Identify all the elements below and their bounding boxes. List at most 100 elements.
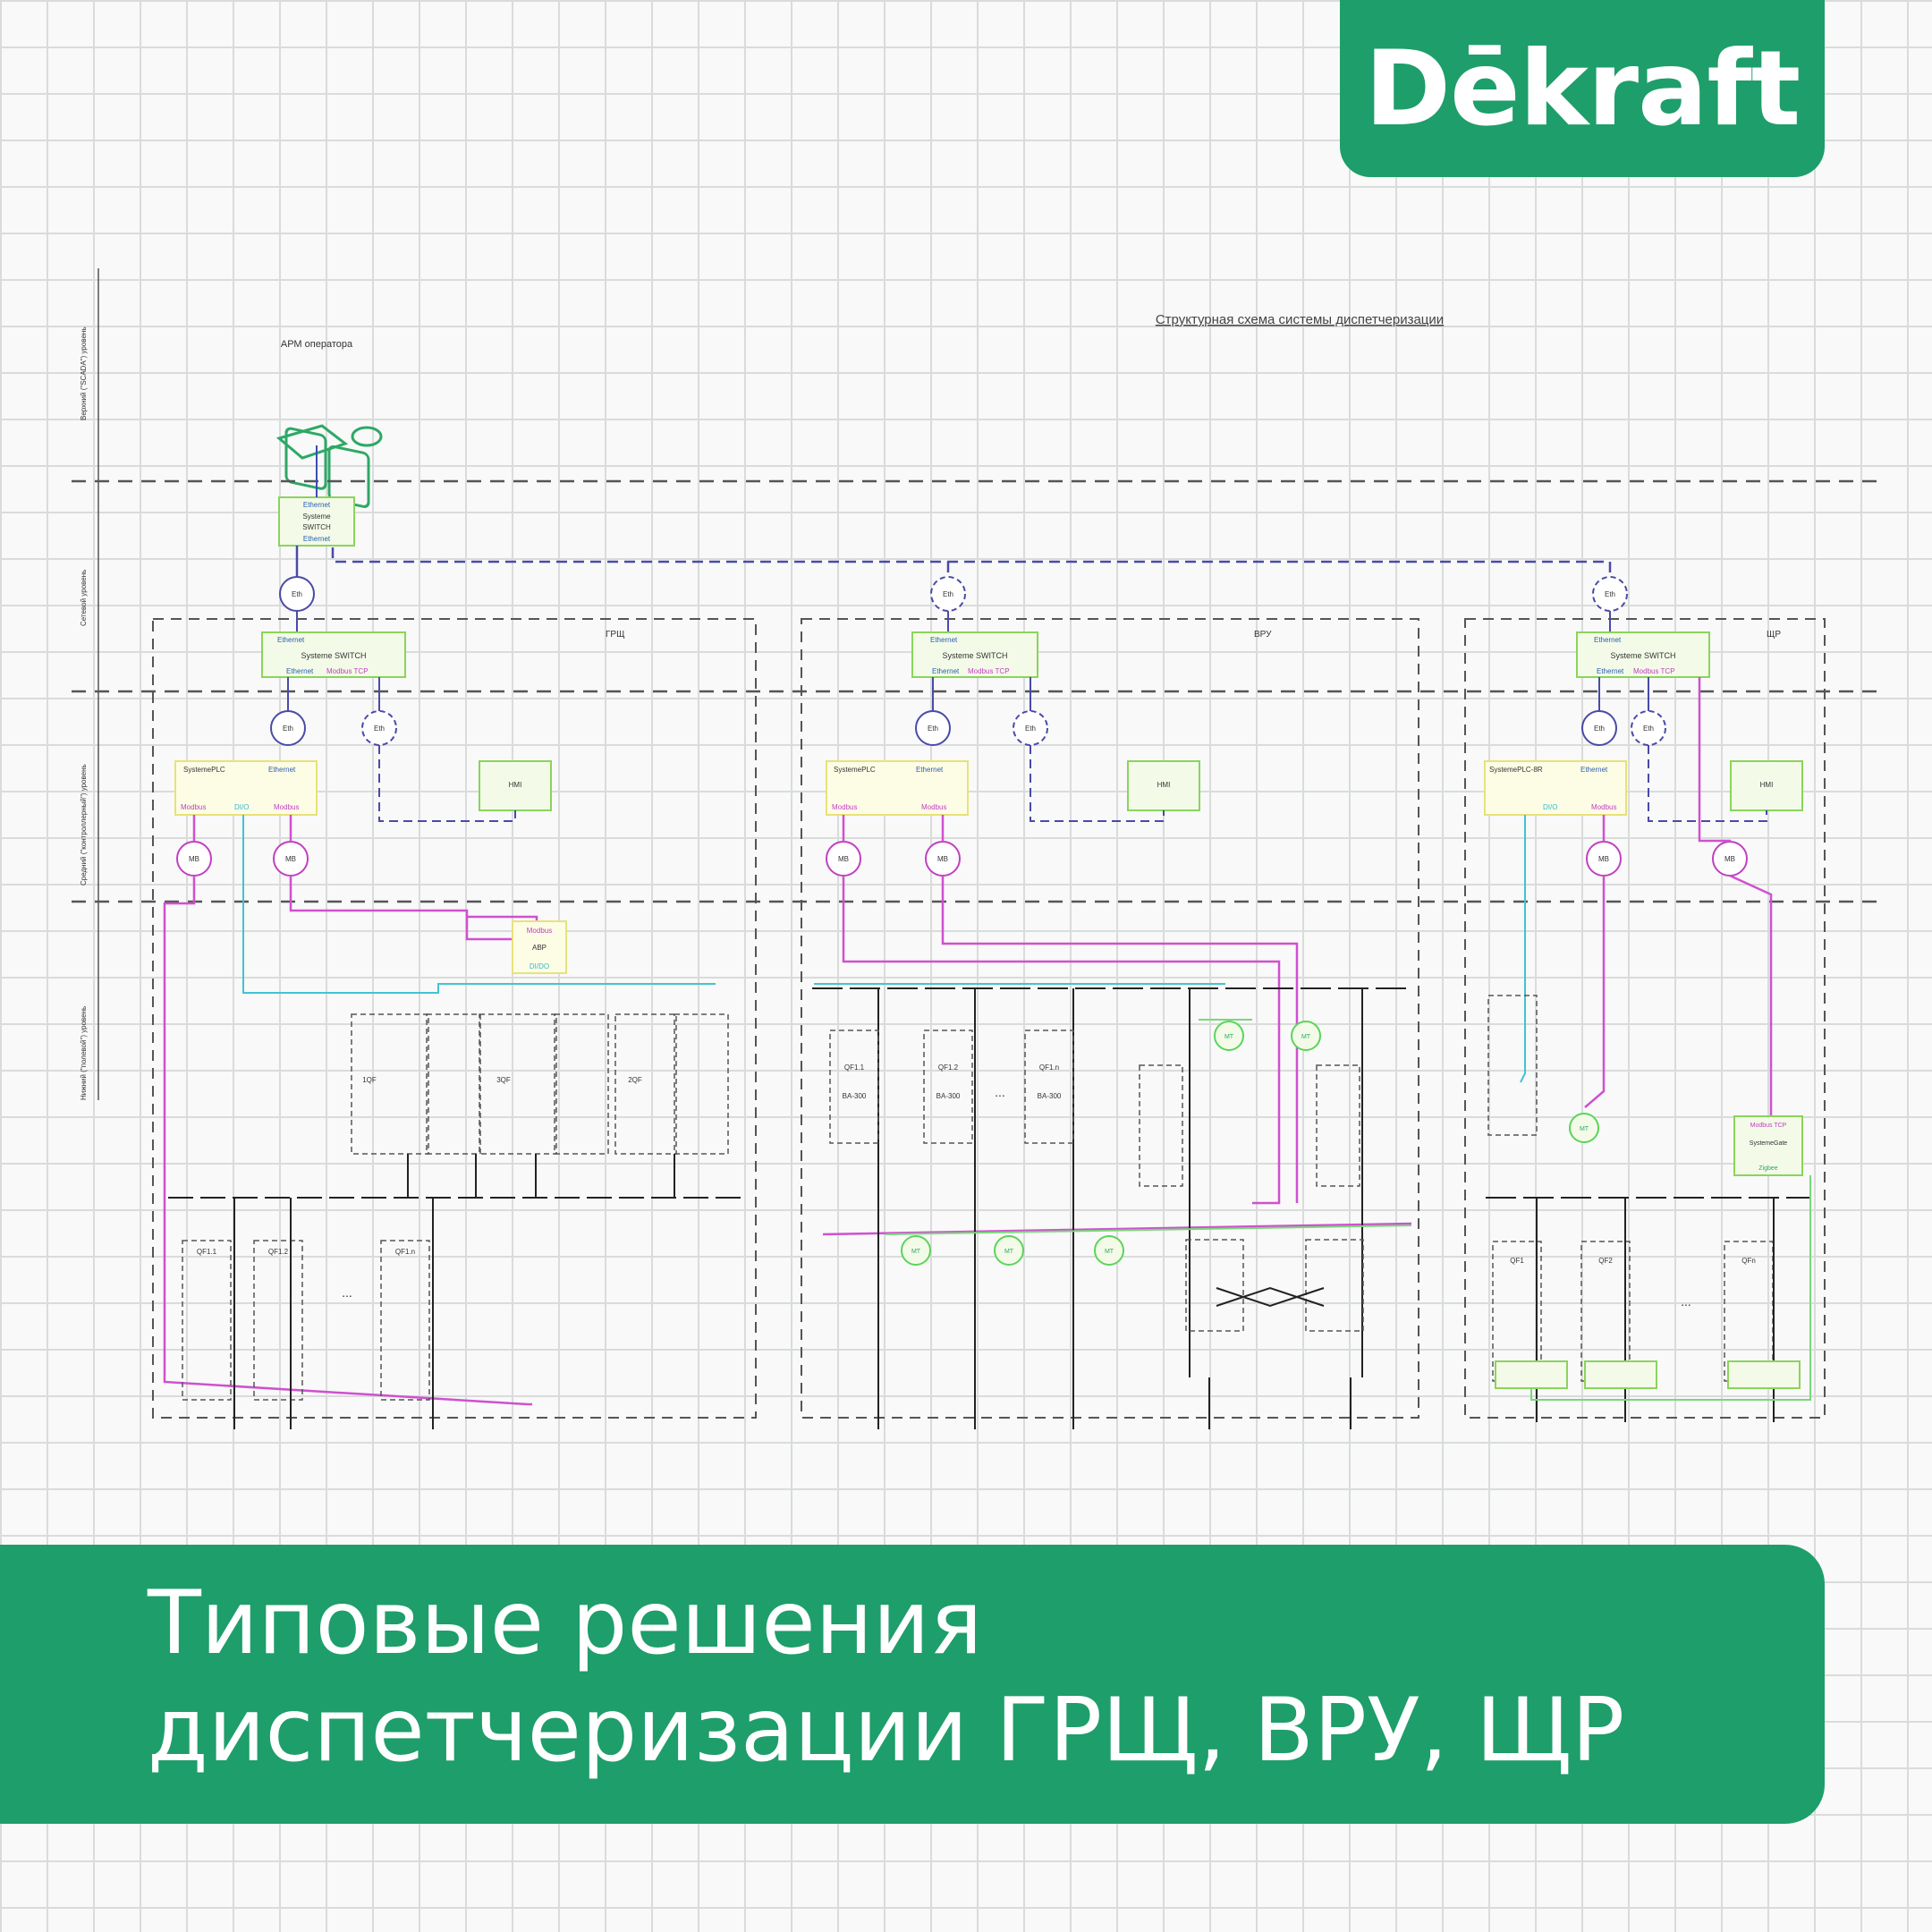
svg-text:Modbus: Modbus bbox=[527, 927, 552, 935]
svg-text:MB: MB bbox=[1598, 855, 1609, 863]
svg-text:Modbus TCP: Modbus TCP bbox=[326, 667, 369, 675]
svg-text:Modbus TCP: Modbus TCP bbox=[1633, 667, 1675, 675]
hmi-shr bbox=[1730, 760, 1803, 811]
eth-node-shr-plc bbox=[1581, 710, 1617, 746]
svg-text:BA-300: BA-300 bbox=[936, 1092, 961, 1100]
panel-boundary-grsh bbox=[152, 618, 757, 1419]
eth-node-vru-plc bbox=[915, 710, 951, 746]
svg-text:MB: MB bbox=[189, 855, 199, 863]
eth-node-shr-hmi bbox=[1631, 710, 1666, 746]
operator-label: АРМ оператора bbox=[281, 339, 353, 350]
svg-text:Systeme SWITCH: Systeme SWITCH bbox=[942, 651, 1007, 660]
headline-title: Типовые решения диспетчеризации ГРЩ, ВРУ… bbox=[148, 1570, 1811, 1784]
headline-line-1: Типовые решения bbox=[148, 1572, 983, 1674]
grsh-main-breakers bbox=[351, 1013, 729, 1155]
plc-shr: SystemePLC-8R Ethernet DI/O Modbus bbox=[1484, 760, 1627, 816]
svg-text:DI/DO: DI/DO bbox=[530, 962, 549, 970]
energy-meters bbox=[901, 1021, 1599, 1266]
eth-node-grsh-hmi bbox=[361, 710, 397, 746]
svg-text:MT: MT bbox=[1004, 1249, 1014, 1255]
headline-banner: Типовые решения диспетчеризации ГРЩ, ВРУ… bbox=[0, 1545, 1825, 1824]
svg-text:QF2: QF2 bbox=[1598, 1257, 1613, 1265]
svg-text:MB: MB bbox=[1724, 855, 1735, 863]
svg-text:3QF: 3QF bbox=[496, 1076, 511, 1084]
svg-text:Modbus: Modbus bbox=[274, 803, 299, 811]
svg-text:Modbus: Modbus bbox=[181, 803, 206, 811]
svg-text:...: ... bbox=[995, 1085, 1005, 1099]
svg-text:MT: MT bbox=[1301, 1034, 1311, 1040]
svg-text:SWITCH: SWITCH bbox=[302, 523, 331, 531]
level-label-controller: Средний ("контроллерный") уровень bbox=[80, 764, 88, 886]
svg-text:MT: MT bbox=[911, 1249, 921, 1255]
svg-text:...: ... bbox=[342, 1285, 352, 1300]
svg-text:Modbus TCP: Modbus TCP bbox=[968, 667, 1010, 675]
eth-node-shr-top bbox=[1592, 576, 1628, 612]
svg-text:MB: MB bbox=[838, 855, 849, 863]
level-label-field: Нижний ("полевой") уровень bbox=[80, 1006, 88, 1100]
switch-grsh: Ethernet Systeme SWITCH Ethernet Modbus … bbox=[261, 631, 406, 678]
svg-text:АВР: АВР bbox=[532, 944, 547, 952]
svg-text:Modbus TCP: Modbus TCP bbox=[1750, 1123, 1787, 1129]
eth-node-grsh-plc bbox=[270, 710, 306, 746]
svg-text:Eth: Eth bbox=[1594, 724, 1605, 733]
svg-text:Eth: Eth bbox=[928, 724, 938, 733]
svg-text:Systeme SWITCH: Systeme SWITCH bbox=[301, 651, 366, 660]
svg-text:QF1.2: QF1.2 bbox=[268, 1248, 289, 1256]
svg-text:HMI: HMI bbox=[1760, 781, 1774, 789]
svg-text:Ethernet: Ethernet bbox=[1597, 667, 1624, 675]
svg-text:Eth: Eth bbox=[943, 590, 953, 598]
zigbee-tags bbox=[1495, 1360, 1801, 1389]
svg-text:DI/O: DI/O bbox=[1543, 803, 1557, 811]
switch-shr: Ethernet Systeme SWITCH Ethernet Modbus … bbox=[1576, 631, 1710, 678]
svg-text:1QF: 1QF bbox=[362, 1076, 377, 1084]
svg-text:QF1.n: QF1.n bbox=[1039, 1063, 1059, 1072]
dio-wiring bbox=[242, 815, 1526, 1083]
svg-text:Zigbee: Zigbee bbox=[1758, 1165, 1778, 1172]
svg-text:Ethernet: Ethernet bbox=[1580, 766, 1608, 774]
svg-text:BA-300: BA-300 bbox=[843, 1092, 867, 1100]
vru-transfer-switch bbox=[1216, 1286, 1325, 1308]
svg-text:Eth: Eth bbox=[374, 724, 385, 733]
scheme-title: Структурная схема системы диспетчеризаци… bbox=[1156, 312, 1444, 327]
svg-text:QFn: QFn bbox=[1741, 1257, 1756, 1265]
panel-boundary-vru bbox=[801, 618, 1419, 1419]
avr-block: Modbus АВР DI/DO bbox=[512, 920, 567, 974]
svg-text:Modbus: Modbus bbox=[921, 803, 946, 811]
svg-text:QF1.1: QF1.1 bbox=[844, 1063, 865, 1072]
svg-text:Ethernet: Ethernet bbox=[286, 667, 314, 675]
svg-text:SystemePLC-8R: SystemePLC-8R bbox=[1489, 766, 1543, 774]
svg-text:DI/O: DI/O bbox=[234, 803, 249, 811]
headline-line-2: диспетчеризации ГРЩ, ВРУ, ЩР bbox=[148, 1680, 1625, 1782]
svg-text:QF1: QF1 bbox=[1510, 1257, 1524, 1265]
svg-text:MT: MT bbox=[1224, 1034, 1234, 1040]
svg-text:Ethernet: Ethernet bbox=[268, 766, 296, 774]
systeme-gate: Modbus TCP SystemeGate Zigbee bbox=[1733, 1115, 1803, 1176]
plc-vru: SystemePLC Ethernet Modbus Modbus bbox=[826, 760, 969, 816]
svg-text:MB: MB bbox=[937, 855, 948, 863]
svg-text:QF1.n: QF1.n bbox=[395, 1248, 415, 1256]
panel-boundary-shr bbox=[1464, 618, 1826, 1419]
svg-text:Eth: Eth bbox=[1605, 590, 1615, 598]
svg-text:Ethernet: Ethernet bbox=[930, 636, 958, 644]
switch-vru: Ethernet Systeme SWITCH Ethernet Modbus … bbox=[911, 631, 1038, 678]
hmi-vru bbox=[1127, 760, 1200, 811]
svg-text:Ethernet: Ethernet bbox=[1594, 636, 1622, 644]
operator-workstation-icon bbox=[275, 424, 383, 508]
shr-breakers bbox=[1487, 995, 1774, 1382]
svg-text:SystemePLC: SystemePLC bbox=[834, 766, 876, 774]
dekraft-logo[interactable]: Dēkraft bbox=[1340, 0, 1825, 177]
eth-node-vru-hmi bbox=[1013, 710, 1048, 746]
svg-text:Modbus: Modbus bbox=[832, 803, 857, 811]
svg-text:BA-300: BA-300 bbox=[1038, 1092, 1062, 1100]
level-label-scada: Верхний ("SCADA") уровень bbox=[80, 326, 88, 420]
plc-grsh: SystemePLC Ethernet Modbus DI/O Modbus bbox=[174, 760, 318, 816]
svg-text:Eth: Eth bbox=[1025, 724, 1036, 733]
svg-text:Ethernet: Ethernet bbox=[303, 501, 331, 509]
vru-breakers bbox=[829, 1030, 1364, 1332]
svg-text:HMI: HMI bbox=[1157, 781, 1171, 789]
svg-text:Eth: Eth bbox=[292, 590, 302, 598]
svg-text:Ethernet: Ethernet bbox=[932, 667, 960, 675]
svg-text:SystemeGate: SystemeGate bbox=[1750, 1140, 1788, 1147]
top-switch: Ethernet Systeme SWITCH Ethernet bbox=[278, 496, 355, 547]
